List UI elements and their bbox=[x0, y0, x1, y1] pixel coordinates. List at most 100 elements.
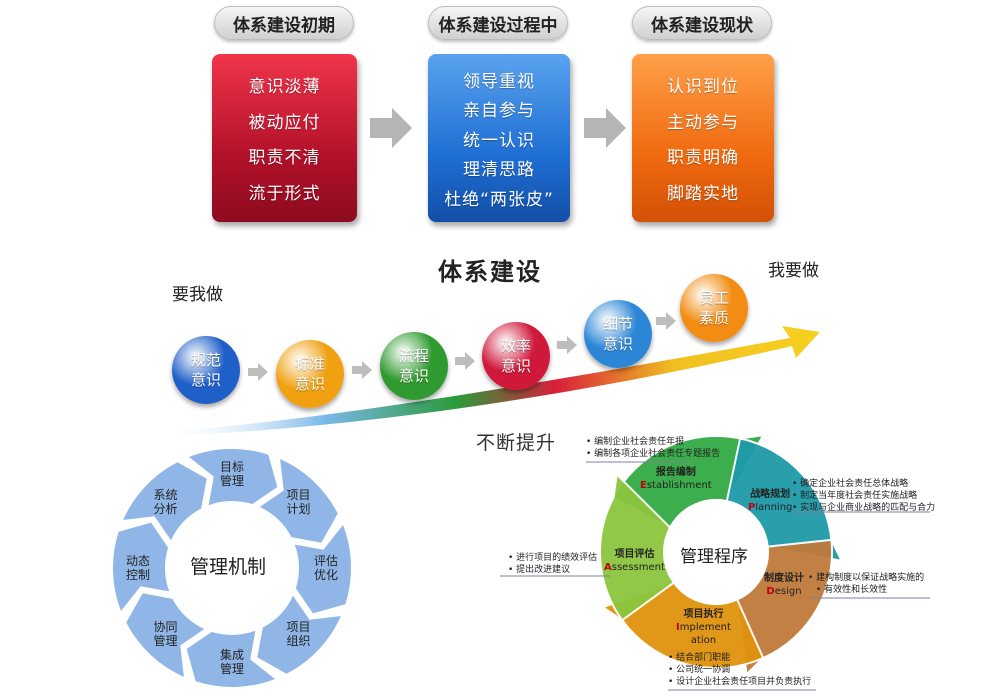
cycle-segment bbox=[255, 455, 341, 546]
cycle-item-label: 动态控制 bbox=[125, 554, 150, 582]
segment-initial: D bbox=[766, 586, 775, 597]
awareness-ball: 流程意识 bbox=[380, 332, 448, 400]
cycle-item-label: 系统分析 bbox=[153, 487, 178, 516]
segment-label-cn: 项目评估 bbox=[614, 549, 655, 560]
cycle-segment bbox=[123, 590, 209, 681]
cycle-item-label: 项目计划 bbox=[286, 487, 311, 516]
note-item: 有效性和长效性 bbox=[808, 584, 924, 596]
ball-label: 意识 bbox=[602, 335, 633, 353]
stage-3-line: 主动参与 bbox=[667, 112, 739, 133]
segment-initial: P bbox=[748, 502, 756, 513]
gray-arrow-icon bbox=[370, 108, 412, 148]
middle-left-text: 要我做 bbox=[172, 285, 223, 305]
note-item: 编制企业社会责任年报 bbox=[586, 436, 720, 448]
segment-initial: A bbox=[604, 562, 612, 573]
cycle-segment bbox=[185, 447, 280, 509]
ball-label: 意识 bbox=[398, 367, 429, 385]
segment-assessment: 项目评估 Assessment bbox=[604, 548, 665, 574]
note-item: 确定企业社会责任总体战略 bbox=[792, 478, 935, 490]
small-arrow-icon bbox=[557, 336, 577, 354]
segment-design: 制度设计 Design bbox=[764, 572, 804, 598]
segment-label-en: stablishment bbox=[646, 480, 712, 491]
ball-label: 流程 bbox=[398, 347, 429, 365]
cycle-center-title: 管理机制 bbox=[190, 556, 267, 578]
segment-label-en: mplement bbox=[679, 622, 731, 633]
note-assessment: 进行项目的绩效评估 提出改进建议 bbox=[508, 552, 597, 576]
stage-3-box: 认识到位 主动参与 职责明确 脚踏实地 bbox=[632, 54, 774, 222]
cycle-item-label: 目标管理 bbox=[219, 460, 244, 488]
segment-label-cn: 制度设计 bbox=[764, 573, 804, 584]
note-item: 结合部门职能 bbox=[668, 652, 811, 664]
note-item: 编制各项企业社会责任专题报告 bbox=[586, 448, 720, 460]
small-arrow-icon bbox=[455, 352, 475, 370]
stage-2-title: 体系建设过程中 bbox=[428, 6, 568, 40]
cycle-segment bbox=[111, 520, 173, 615]
middle-title: 体系建设 bbox=[438, 258, 542, 286]
segment-label-cn: 报告编制 bbox=[655, 467, 696, 478]
segment-label-cn: 战略规划 bbox=[750, 489, 791, 500]
cycle-item-label: 评估优化 bbox=[313, 554, 338, 582]
note-item: 设计企业社会责任项目并负责执行 bbox=[668, 676, 811, 688]
stage-2-line: 领导重视 bbox=[463, 71, 535, 92]
note-implementation: 结合部门职能 公司统一协调 设计企业社会责任项目并负责执行 bbox=[668, 652, 811, 688]
stage-2-box: 领导重视 亲自参与 统一认识 理清思路 杜绝“两张皮” bbox=[428, 54, 570, 222]
stage-1-title: 体系建设初期 bbox=[214, 6, 354, 40]
small-arrow-icon bbox=[352, 361, 372, 379]
procedure-segment bbox=[599, 472, 676, 622]
stage-1-line: 流于形式 bbox=[248, 183, 321, 204]
ball-label: 效率 bbox=[500, 337, 531, 355]
small-arrow-icon bbox=[656, 312, 676, 330]
cycle-item-label: 协同管理 bbox=[153, 620, 178, 649]
note-item: 实现与企业商业战略的匹配与合力 bbox=[792, 502, 935, 514]
segment-planning: 战略规划 Planning bbox=[748, 488, 792, 514]
stage-3-line: 认识到位 bbox=[667, 77, 739, 98]
ball-label: 员工 bbox=[698, 289, 729, 307]
cycle-segment bbox=[254, 591, 345, 677]
stage-3-line: 脚踏实地 bbox=[667, 183, 739, 204]
stage-2-line: 亲自参与 bbox=[463, 101, 535, 121]
procedure-center-title: 管理程序 bbox=[680, 547, 748, 567]
segment-label-en: esign bbox=[774, 586, 802, 597]
stage-1-line: 意识淡薄 bbox=[248, 77, 321, 98]
awareness-ball: 效率意识 bbox=[482, 322, 550, 390]
middle-right-text: 我要做 bbox=[768, 261, 819, 281]
segment-label-cn: 项目执行 bbox=[683, 609, 724, 620]
segment-establishment: 报告编制 Establishment bbox=[640, 466, 712, 492]
note-item: 建构制度以保证战略实施的 bbox=[808, 572, 924, 584]
awareness-ball: 员工素质 bbox=[680, 274, 748, 342]
segment-label-en: lanning bbox=[755, 502, 793, 513]
gray-arrow-icon bbox=[584, 108, 626, 148]
stage-2-line: 统一认识 bbox=[463, 130, 535, 151]
ball-label: 意识 bbox=[190, 371, 221, 389]
segment-initial: I bbox=[676, 622, 680, 633]
stage-1-box: 意识淡薄 被动应付 职责不清 流于形式 bbox=[212, 54, 357, 222]
procedure-hub bbox=[666, 502, 766, 602]
cycle-segment bbox=[119, 459, 210, 545]
ball-label: 素质 bbox=[698, 309, 729, 327]
note-item: 制定当年度社会责任实施战略 bbox=[792, 490, 935, 502]
ball-label: 标准 bbox=[294, 355, 325, 373]
stage-2-line: 理清思路 bbox=[463, 160, 535, 180]
segment-implementation: 项目执行 Implement ation bbox=[676, 608, 731, 647]
stage-1-line: 职责不清 bbox=[248, 148, 321, 169]
awareness-ball: 规范意识 bbox=[172, 336, 240, 404]
segment-initial: E bbox=[640, 480, 647, 491]
cycle-segment bbox=[291, 521, 353, 616]
ball-label: 细节 bbox=[602, 315, 633, 333]
cycle-segment bbox=[184, 627, 279, 689]
stage-2-line: 杜绝“两张皮” bbox=[444, 189, 554, 210]
note-planning: 确定企业社会责任总体战略 制定当年度社会责任实施战略 实现与企业商业战略的匹配与… bbox=[792, 478, 935, 514]
cycle-item-label: 项目组织 bbox=[286, 620, 311, 649]
awareness-ball: 标准意识 bbox=[276, 340, 344, 408]
note-design: 建构制度以保证战略实施的 有效性和长效性 bbox=[808, 572, 924, 596]
segment-label-en: ssessment bbox=[611, 562, 665, 573]
stage-3-title: 体系建设现状 bbox=[632, 6, 772, 40]
note-establishment: 编制企业社会责任年报 编制各项企业社会责任专题报告 bbox=[586, 436, 720, 460]
procedure-segment bbox=[725, 437, 844, 563]
stage-3-line: 职责明确 bbox=[667, 148, 739, 169]
cycle-item-label: 集成管理 bbox=[219, 648, 244, 676]
awareness-ball: 细节意识 bbox=[584, 300, 652, 368]
ball-label: 规范 bbox=[190, 351, 221, 369]
ball-label: 意识 bbox=[500, 357, 531, 375]
